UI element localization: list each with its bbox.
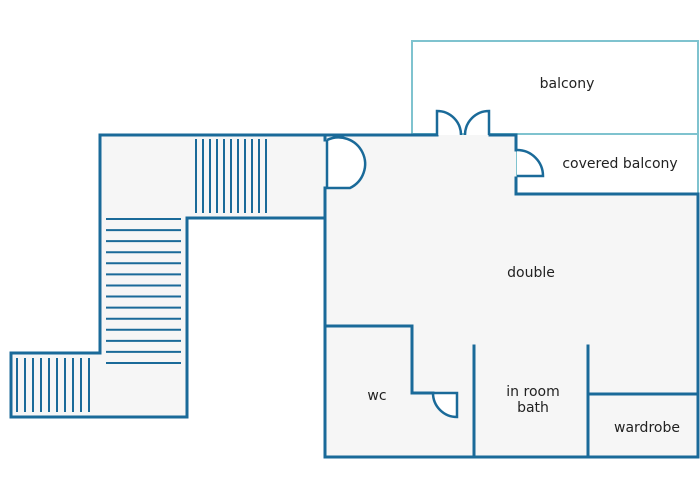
balcony-door-right-leaf: [463, 109, 491, 136]
walls: [9, 133, 700, 459]
covered-balcony-area[interactable]: [515, 133, 699, 195]
wc-wall: [323, 324, 435, 395]
covered-balcony-label: covered balcony: [562, 156, 677, 172]
wc-label: wc: [367, 388, 386, 404]
wc-door[interactable]: [431, 391, 459, 419]
balcony-double-door[interactable]: [435, 109, 491, 136]
double-room-floor[interactable]: [325, 135, 698, 457]
balcony-door-left-leaf: [435, 109, 463, 136]
balcony-label: balcony: [540, 76, 595, 92]
wardrobe-label: wardrobe: [614, 420, 680, 436]
covered-balcony-door[interactable]: [516, 148, 545, 178]
bath-label-line1: in room: [506, 384, 559, 400]
stair-upper-flight: [195, 139, 267, 213]
doors: [325, 109, 545, 419]
balcony-area[interactable]: [411, 40, 699, 135]
double-room-label: double: [507, 265, 555, 281]
stair-middle-flight: [106, 218, 181, 364]
stairwell-wall: [9, 133, 327, 419]
stair-lower-flight: [16, 358, 90, 412]
stairwell-door[interactable]: [325, 136, 367, 190]
stairwell-floor[interactable]: [11, 135, 325, 417]
bath-label-line2: bath: [517, 400, 549, 416]
